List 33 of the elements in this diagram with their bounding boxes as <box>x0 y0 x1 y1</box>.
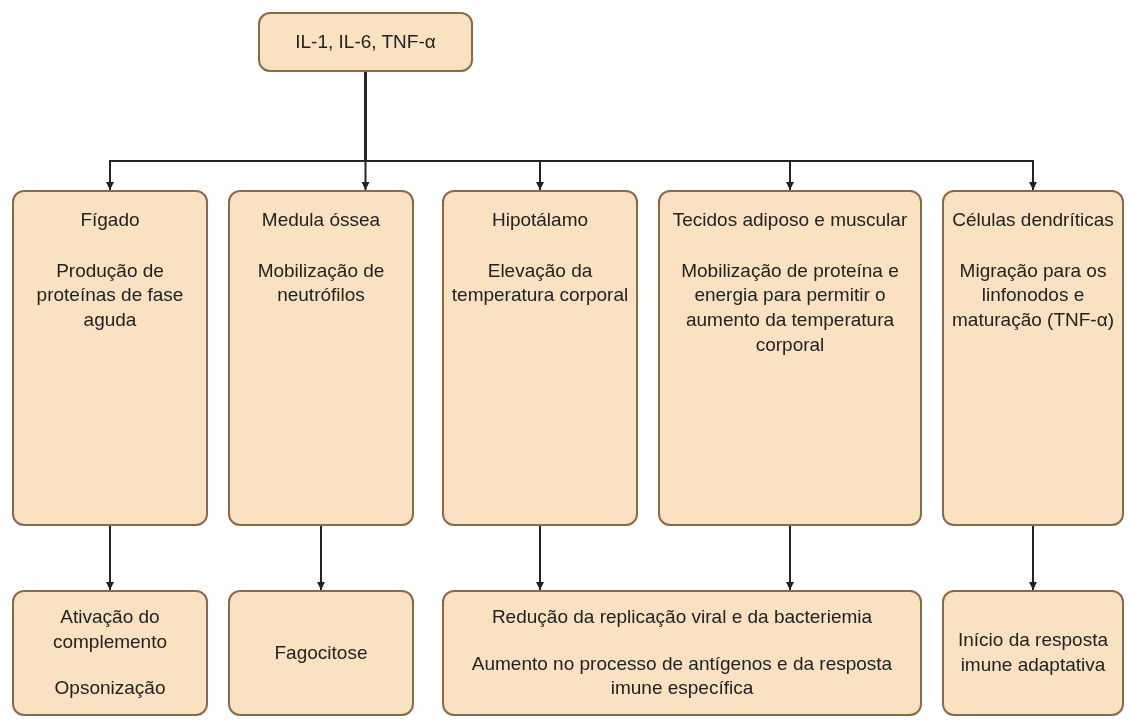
box-text: Opsonização <box>53 676 167 701</box>
process-box <box>658 190 922 526</box>
arrow <box>1029 525 1037 591</box>
process-box <box>258 12 473 72</box>
arrow <box>786 525 794 591</box>
arrow <box>364 71 1037 191</box>
box-heading: Redução da replicação viral e da bacteriemia <box>490 604 874 629</box>
box-heading: Células dendríticas <box>951 208 1115 232</box>
process-box <box>228 590 414 716</box>
box-heading: Medula óssea <box>260 208 382 232</box>
process-box <box>12 590 208 716</box>
box-heading: Ativação do complemento <box>51 604 169 654</box>
box-heading: Fígado <box>79 208 141 232</box>
arrow <box>106 525 114 591</box>
box-text: Migração para os linfonodos e maturação (TNF-α) <box>951 258 1115 333</box>
box-text: Produção de proteínas de fase aguda <box>35 258 185 333</box>
box-heading: Tecidos adiposo e muscular <box>671 208 909 232</box>
process-box <box>442 190 638 526</box>
process-box <box>228 190 414 526</box>
box-text: Mobilização de neutrófilos <box>256 258 386 308</box>
box-heading: Hipotálamo <box>490 208 590 232</box>
process-box <box>442 590 922 716</box>
box-text: Mobilização de proteína e energia para permitir o aumento da temperatura corporal <box>680 258 900 357</box>
process-box <box>12 190 208 526</box>
arrow <box>536 525 544 591</box>
process-box <box>942 590 1124 716</box>
arrow <box>317 525 325 591</box>
box-text: Aumento no processo de antígenos e da resposta imune específica <box>470 651 894 701</box>
box-text: IL-1, IL-6, TNF-α <box>294 29 437 54</box>
box-text: Elevação da temperatura corporal <box>450 258 630 308</box>
box-text: Fagocitose <box>273 640 369 665</box>
box-text: Início da resposta imune adaptativa <box>957 628 1109 677</box>
process-box <box>942 190 1124 526</box>
